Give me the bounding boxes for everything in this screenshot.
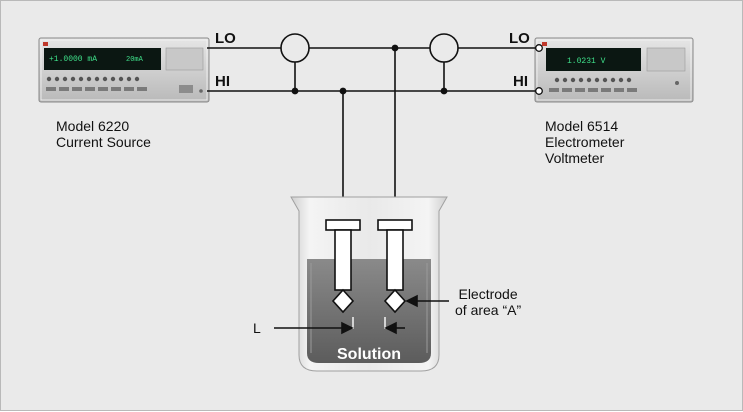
source-role: Current Source bbox=[56, 134, 151, 150]
beaker bbox=[291, 197, 447, 371]
meter-role-line1: Electrometer bbox=[545, 134, 624, 150]
electrode-label: Electrode of area “A” bbox=[455, 286, 521, 318]
meter-lo-label: LO bbox=[509, 31, 530, 47]
wiring bbox=[207, 48, 537, 220]
meter-model-name: Model 6514 bbox=[545, 118, 624, 134]
source-caption: Model 6220 Current Source bbox=[56, 118, 151, 150]
junction-dots bbox=[292, 45, 448, 95]
current-source-instrument: +1.0000 mA 20mA bbox=[39, 38, 209, 102]
guard-loop-right bbox=[430, 34, 458, 62]
meter-role-line2: Voltmeter bbox=[545, 150, 624, 166]
meter-caption: Model 6514 Electrometer Voltmeter bbox=[545, 118, 624, 166]
guard-loop-left bbox=[281, 34, 309, 62]
meter-hi-label: HI bbox=[513, 74, 528, 90]
source-hi-label: HI bbox=[215, 74, 230, 90]
electrometer-instrument: 1.0231 V bbox=[535, 38, 693, 102]
spacing-label: L bbox=[253, 320, 261, 336]
source-display-text: +1.0000 mA bbox=[49, 55, 97, 64]
electrometer-display-text: 1.0231 V bbox=[567, 57, 606, 66]
electrode-label-line1: Electrode bbox=[455, 286, 521, 302]
source-model-name: Model 6220 bbox=[56, 118, 151, 134]
meter-hi-terminal bbox=[536, 88, 543, 95]
electrode-label-line2: of area “A” bbox=[455, 302, 521, 318]
source-display-range: 20mA bbox=[126, 56, 144, 64]
source-lo-label: LO bbox=[215, 31, 236, 47]
solution-label: Solution bbox=[337, 346, 401, 363]
meter-lo-terminal bbox=[536, 45, 543, 52]
